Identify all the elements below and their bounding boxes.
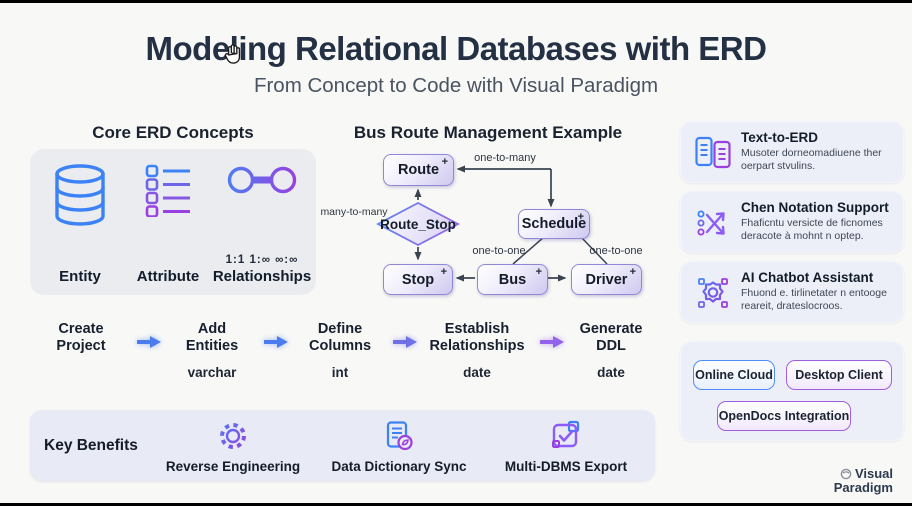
checklist-icon xyxy=(144,163,192,222)
erd-entity-driver: + Driver xyxy=(571,264,642,295)
page-title: Modeling Relational Databases with ERD xyxy=(145,30,767,67)
concept-attribute: Attribute xyxy=(126,163,210,285)
opendocs-integration-button[interactable]: OpenDocs Integration xyxy=(717,401,851,431)
core-concepts-card: Entity Attribute xyxy=(30,149,316,295)
benefit-reverse-engineering: Reverse Engineering xyxy=(148,420,318,474)
concept-relationships: 1:1 1:∞ ∞:∞ Relationships xyxy=(212,163,312,285)
workflow-arrow-icon xyxy=(540,336,564,348)
button-label: Desktop Client xyxy=(795,368,883,382)
dumbbell-relationship-icon xyxy=(226,163,298,202)
label-one-to-many: one-to-many xyxy=(474,152,536,164)
page-subtitle: From Concept to Code with Visual Paradig… xyxy=(253,74,659,97)
button-label: Online Cloud xyxy=(695,368,773,382)
desktop-client-button[interactable]: Desktop Client xyxy=(786,360,892,390)
workflow-sublabel-date-1: date xyxy=(463,365,491,380)
erd-entity-schedule: + Schedule xyxy=(518,209,590,239)
documents-icon xyxy=(694,134,732,172)
benefit-label: Reverse Engineering xyxy=(165,459,301,474)
label-one-to-one-left: one-to-one xyxy=(472,245,526,257)
platforms-card: Online Cloud Desktop Client OpenDocs Int… xyxy=(680,341,904,441)
brand-line2: Paradigm xyxy=(833,479,893,495)
expand-plus: + xyxy=(577,211,584,223)
gear-icon xyxy=(220,423,246,449)
document-sync-icon xyxy=(386,421,413,451)
feature-title: Chen Notation Support xyxy=(741,200,889,215)
benefit-data-dictionary-sync: Data Dictionary Sync xyxy=(314,420,484,474)
workflow-arrow-icon xyxy=(264,336,288,348)
expand-plus: + xyxy=(629,266,636,278)
workflow-arrow-icon xyxy=(393,336,417,348)
erd-example-heading: Bus Route Management Example xyxy=(353,123,623,142)
workflow-sublabel-int: int xyxy=(331,365,349,380)
workflow-arrow-icon xyxy=(137,336,161,348)
erd-entity-route: + Route xyxy=(383,154,454,186)
entity-label: Schedule xyxy=(521,216,587,232)
relationship-diamond-label: Route_Stop xyxy=(380,217,456,232)
concept-label: Entity xyxy=(59,268,101,285)
workflow-sublabel-date-2: date xyxy=(597,365,625,380)
ai-gear-icon xyxy=(694,274,732,312)
entity-label: Bus xyxy=(498,271,527,288)
workflow-step-generate-ddl: Generate DDL xyxy=(579,321,643,355)
expand-plus: + xyxy=(535,266,542,278)
entity-label: Route xyxy=(397,162,440,178)
label-many-to-many: many-to-many xyxy=(320,206,388,218)
workflow-step-define-columns: Define Columns xyxy=(308,321,372,355)
label-one-to-one-right: one-to-one xyxy=(589,245,643,257)
concept-entity: Entity xyxy=(38,163,122,285)
entity-label: Driver xyxy=(585,271,628,288)
feature-description: Musoter dorneomadiuene ther oerpart stvu… xyxy=(741,147,882,172)
erd-entity-stop: + Stop xyxy=(383,264,453,295)
feature-card-ai-chatbot: AI Chatbot Assistant Fhuond e. tirlineta… xyxy=(680,261,904,323)
button-label: OpenDocs Integration xyxy=(718,409,850,423)
erd-entity-bus: + Bus xyxy=(477,264,548,295)
key-benefits-bar: Key Benefits Reverse Engineering xyxy=(30,410,655,481)
erd-diagram: Route_Stop + Route + Schedule + Stop + B… xyxy=(320,143,675,308)
expand-plus: + xyxy=(441,156,448,168)
core-concepts-heading: Core ERD Concepts xyxy=(92,123,254,142)
concept-label: Relationships xyxy=(212,268,312,285)
concept-label: Attribute xyxy=(136,268,200,285)
benefit-label: Multi-DBMS Export xyxy=(504,459,628,474)
workflow-sublabel-varchar: varchar xyxy=(187,365,237,380)
cardinality-label: 1:1 1:∞ ∞:∞ xyxy=(225,254,299,266)
benefit-multi-dbms-export: Multi-DBMS Export xyxy=(481,420,651,474)
feature-description: Fhaficntu versicte de ficnomes deracote … xyxy=(741,217,883,242)
feature-title: AI Chatbot Assistant xyxy=(741,270,874,285)
canvas-background: Modeling Relational Databases with ERD F… xyxy=(0,3,912,503)
workflow-step-add-entities: Add Entities xyxy=(185,321,239,355)
workflow-step-establish-relationships: Establish Relationships xyxy=(429,321,525,355)
feature-card-chen-notation: Chen Notation Support Fhaficntu versicte… xyxy=(680,191,904,253)
online-cloud-button[interactable]: Online Cloud xyxy=(693,360,775,390)
brand-mark-icon xyxy=(840,468,852,480)
key-benefits-heading: Key Benefits xyxy=(44,437,138,454)
brand-line1: Visual xyxy=(854,466,893,481)
feature-description: Fhuond e. tirlinetater n entooge reareit… xyxy=(741,287,887,312)
visual-paradigm-logo: Visual Paradigm xyxy=(834,467,893,494)
database-icon xyxy=(53,163,107,232)
export-check-icon xyxy=(552,420,580,448)
feature-title: Text-to-ERD xyxy=(741,130,818,145)
entity-label: Stop xyxy=(401,271,435,288)
feature-card-text-to-erd: Text-to-ERD Musoter dorneomadiuene ther … xyxy=(680,121,904,183)
benefit-label: Data Dictionary Sync xyxy=(331,459,467,474)
crossed-arrows-icon xyxy=(694,204,732,242)
workflow-step-create-project: Create Project xyxy=(56,321,106,355)
expand-plus: + xyxy=(440,266,447,278)
hand-cursor-icon xyxy=(224,44,241,64)
